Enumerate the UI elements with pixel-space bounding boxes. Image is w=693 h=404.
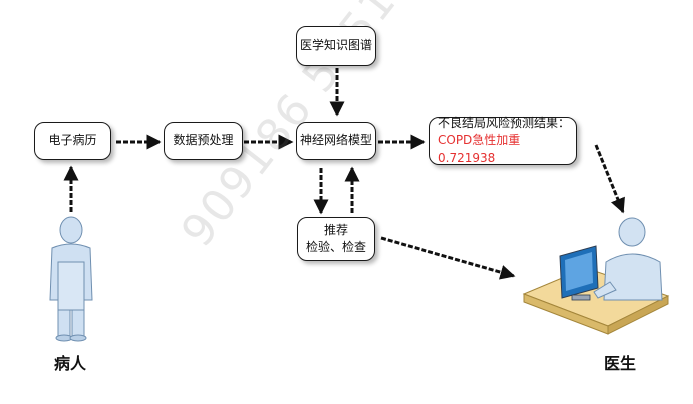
emr-box: 电子病历 — [34, 122, 111, 160]
patient-figure-icon — [49, 216, 93, 342]
risk-result-title: 不良结局风险预测结果： — [438, 115, 571, 130]
doctor-at-desk-icon — [522, 217, 670, 335]
arrow-result-to-doctor — [594, 144, 625, 214]
preprocess-label: 数据预处理 — [173, 133, 234, 148]
neural-network-box: 神经网络模型 — [296, 122, 376, 160]
recommend-label-1: 推荐 — [323, 222, 348, 237]
knowledge-graph-box: 医学知识图谱 — [296, 26, 376, 66]
knowledge-graph-label: 医学知识图谱 — [299, 38, 372, 53]
neural-network-label: 神经网络模型 — [299, 133, 372, 148]
patient-caption: 病人 — [54, 354, 87, 373]
risk-result-value: COPD急性加重 0.721938 — [438, 133, 533, 165]
emr-label: 电子病历 — [48, 133, 97, 148]
risk-result-box: 不良结局风险预测结果： COPD急性加重 0.721938 — [429, 115, 577, 165]
recommend-box: 推荐 检验、检查 — [297, 217, 375, 261]
preprocess-box: 数据预处理 — [164, 122, 243, 160]
arrow-recommend-to-doctor — [380, 236, 516, 280]
recommend-label-2: 检验、检查 — [305, 240, 366, 254]
doctor-caption: 医生 — [604, 354, 637, 373]
